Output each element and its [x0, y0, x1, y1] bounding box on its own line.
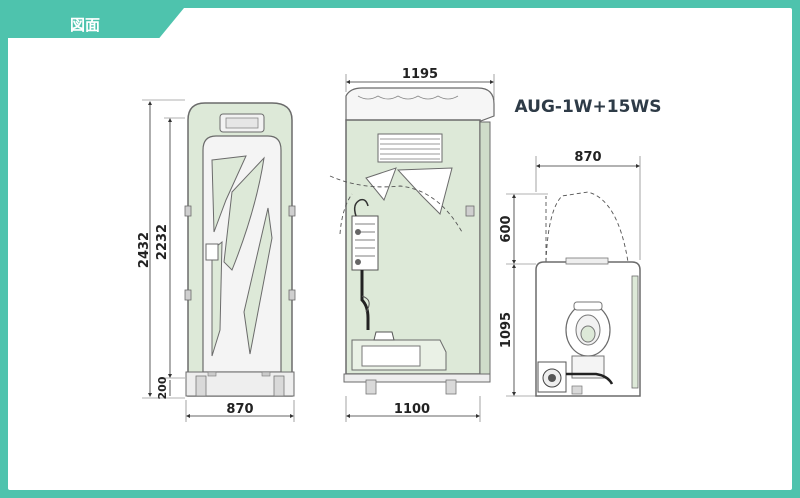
front-width-label: 870 [226, 402, 253, 417]
top-body-depth-label: 1095 [499, 312, 514, 348]
side-view [329, 74, 495, 422]
front-view [142, 99, 296, 422]
section-tab [8, 8, 184, 38]
top-width-label: 870 [574, 150, 601, 165]
front-base-height-label: 200 [156, 376, 169, 399]
front-total-height-label: 2432 [137, 232, 152, 268]
top-view [506, 156, 641, 397]
section-tab-label: 図面 [70, 16, 101, 34]
top-door-depth-label: 600 [499, 215, 514, 242]
side-bottom-width-label: 1100 [394, 402, 430, 417]
front-body-height-label: 2232 [155, 224, 170, 260]
model-name: AUG-1W+15WS [515, 97, 662, 117]
side-top-width-label: 1195 [402, 67, 438, 82]
